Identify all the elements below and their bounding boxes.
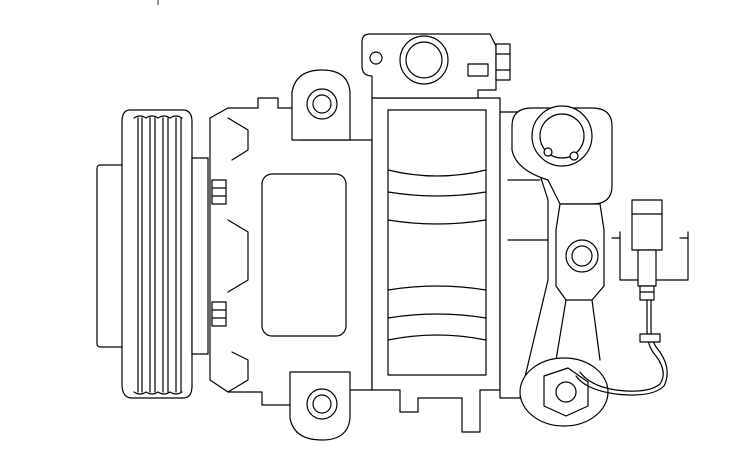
cylinder-ribs: [387, 109, 487, 376]
upper-mount-hole: [306, 88, 338, 120]
clutch-plate: [191, 157, 209, 355]
sight-window: [261, 173, 347, 337]
connector-tip: [639, 285, 655, 301]
front-housing: [209, 69, 373, 441]
connector-wire: [579, 299, 664, 392]
bottom-rear-fitting: [519, 357, 609, 427]
connector-plug: [637, 249, 657, 287]
connector-body: [631, 199, 663, 251]
electrical-connector: [575, 199, 689, 396]
wire-clip: [639, 333, 661, 343]
service-port-outer: [399, 35, 449, 85]
discharge-port: [531, 105, 593, 167]
port-nut: [467, 63, 489, 77]
discharge-bolt-hole-2: [569, 151, 579, 161]
discharge-bolt-hole: [543, 147, 553, 157]
pulley-body: [121, 109, 193, 399]
bottom-fitting-nut: [543, 367, 589, 417]
front-bolt-lower: [211, 301, 227, 327]
cylinder-block: [371, 97, 501, 433]
lower-mount-hole: [306, 388, 338, 420]
bracket-hole: [369, 51, 383, 65]
pulley-hub: [96, 164, 126, 348]
rear-housing: [499, 105, 613, 399]
port-bolt: [495, 43, 511, 81]
top-port-bracket: [361, 33, 511, 99]
pulley-grooves: [133, 115, 183, 395]
rear-stem-hole: [565, 239, 599, 273]
front-bolt-upper: [211, 179, 227, 205]
pulley: [96, 109, 209, 399]
